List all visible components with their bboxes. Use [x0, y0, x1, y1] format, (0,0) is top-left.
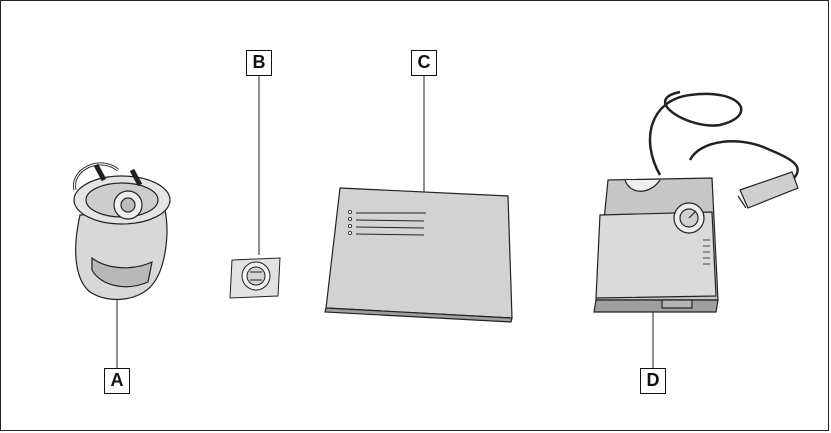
callout-b: B [246, 50, 272, 76]
callout-d: D [640, 368, 666, 394]
power-cord [648, 90, 799, 181]
instruction-booklet [324, 187, 513, 323]
leader-lines [116, 76, 654, 368]
air-compressor [593, 90, 799, 313]
callout-a: A [104, 368, 130, 394]
sealant-bottle [73, 162, 171, 300]
callout-c: C [411, 50, 437, 76]
speed-sticker [229, 257, 281, 299]
